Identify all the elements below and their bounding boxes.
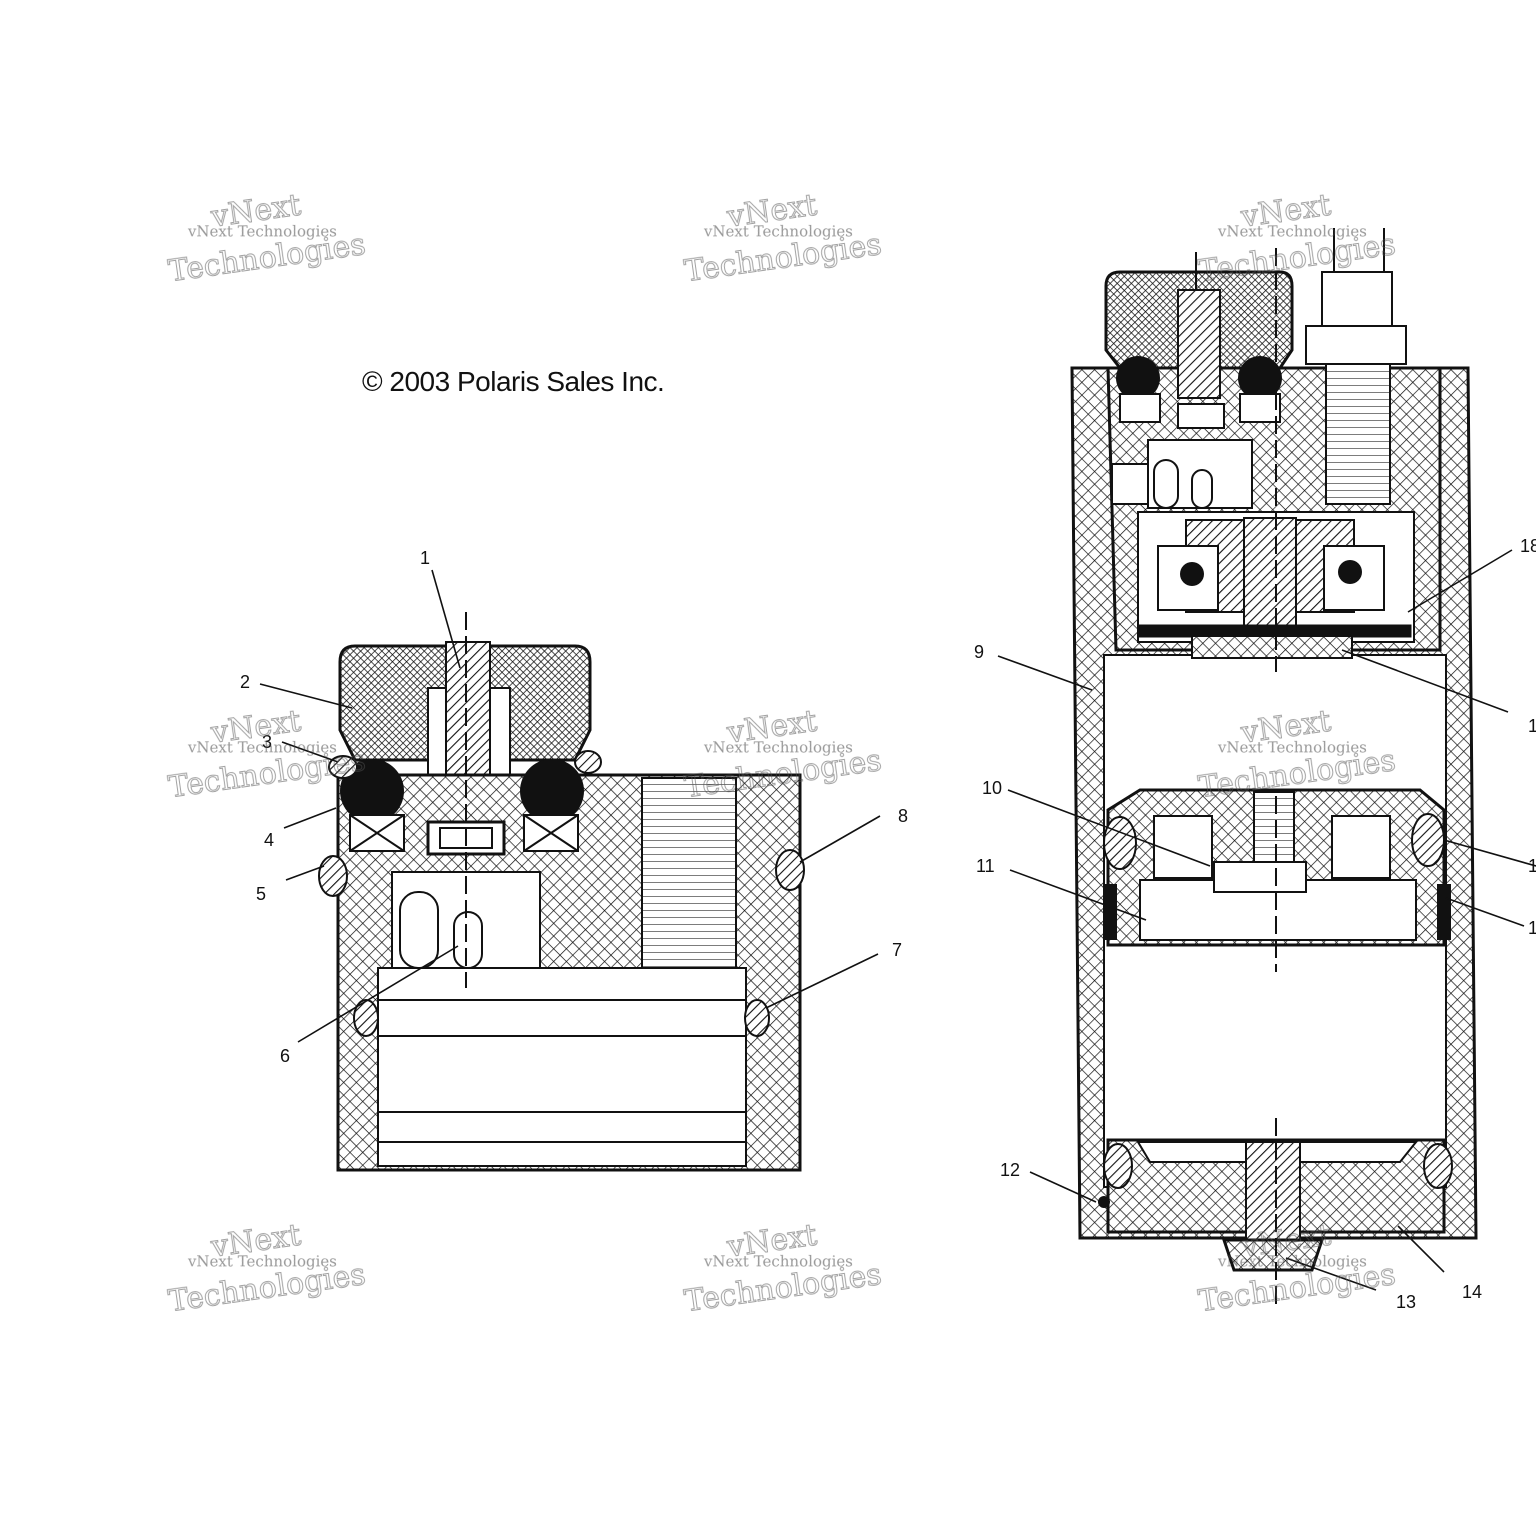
watermark: vNext vNext Technologies Technologies	[682, 703, 884, 806]
callout-5: 5	[256, 884, 266, 904]
svg-text:vNext Technologies: vNext Technologies	[703, 738, 853, 756]
svg-text:vNext Technologies: vNext Technologies	[1217, 222, 1367, 240]
right-ball-bearing-right	[1238, 356, 1282, 400]
left-o-ring-side-right	[775, 849, 805, 891]
callout-14: 14	[1462, 1282, 1482, 1302]
callout-6: 6	[280, 1046, 290, 1066]
right-piston-ring-left	[1103, 816, 1137, 870]
callout-12: 12	[1000, 1160, 1020, 1180]
callout-16: 16	[1528, 918, 1536, 938]
right-schrader-valve	[1245, 1141, 1301, 1243]
watermark: vNext vNext Technologies Technologies	[682, 187, 884, 290]
callout-17: 17	[1528, 856, 1536, 876]
left-threaded-port	[641, 777, 737, 969]
callout-labels: 1 2 3 4 5 6 7 8 9 10 11 12 13 14 18 19 1…	[240, 536, 1536, 1312]
svg-text:vNext Technologies: vNext Technologies	[703, 1252, 853, 1270]
callout-9: 9	[974, 642, 984, 662]
left-ball-bearing-left	[340, 759, 404, 823]
svg-text:vNext Technologies: vNext Technologies	[703, 222, 853, 240]
right-bottom-o-ring-right	[1423, 1143, 1453, 1189]
right-piston-ring-right	[1411, 813, 1445, 867]
watermark: vNext vNext Technologies Technologies	[166, 1217, 368, 1320]
right-check-ball-left	[1180, 562, 1204, 586]
svg-text:vNext Technologies: vNext Technologies	[187, 738, 337, 756]
left-o-ring-side-left	[318, 855, 348, 897]
copyright-notice: © 2003 Polaris Sales Inc.	[362, 366, 665, 397]
callout-18: 18	[1520, 536, 1536, 556]
left-adjuster-screw	[445, 641, 491, 781]
callout-10: 10	[982, 778, 1002, 798]
callout-2: 2	[240, 672, 250, 692]
callout-11: 11	[976, 856, 995, 876]
svg-text:vNext Technologies: vNext Technologies	[187, 222, 337, 240]
callout-3: 3	[262, 732, 272, 752]
right-ball-bearing-left	[1116, 356, 1160, 400]
right-bottom-o-ring-left	[1103, 1143, 1133, 1189]
watermark: vNext vNext Technologies Technologies	[166, 187, 368, 290]
callout-1: 1	[420, 548, 430, 568]
right-adjuster-screw	[1177, 289, 1221, 399]
svg-text:vNext Technologies: vNext Technologies	[1217, 1252, 1367, 1270]
callout-4: 4	[264, 830, 274, 850]
left-piston-ring-right	[744, 999, 770, 1037]
left-o-ring-upper-right	[574, 750, 602, 774]
right-shock-assembly	[1070, 228, 1478, 1305]
svg-text:vNext Technologies: vNext Technologies	[187, 1252, 337, 1270]
right-piston-bolt	[1253, 791, 1295, 873]
callout-8: 8	[898, 806, 908, 826]
right-valve-stem	[1321, 271, 1393, 329]
leader-lines	[259, 549, 1536, 1291]
left-inner-bore	[377, 967, 747, 1167]
watermark: vNext vNext Technologies Technologies	[682, 1217, 884, 1320]
left-reservoir-assembly	[318, 612, 805, 1172]
right-check-ball-right	[1338, 560, 1362, 584]
callout-19: 19	[1528, 716, 1536, 736]
left-ball-bearing-right	[520, 759, 584, 823]
svg-text:vNext Technologies: vNext Technologies	[1217, 738, 1367, 756]
callout-7: 7	[892, 940, 902, 960]
right-threaded-port	[1325, 363, 1391, 505]
left-piston-ring-left	[353, 999, 379, 1037]
callout-13: 13	[1396, 1292, 1416, 1312]
